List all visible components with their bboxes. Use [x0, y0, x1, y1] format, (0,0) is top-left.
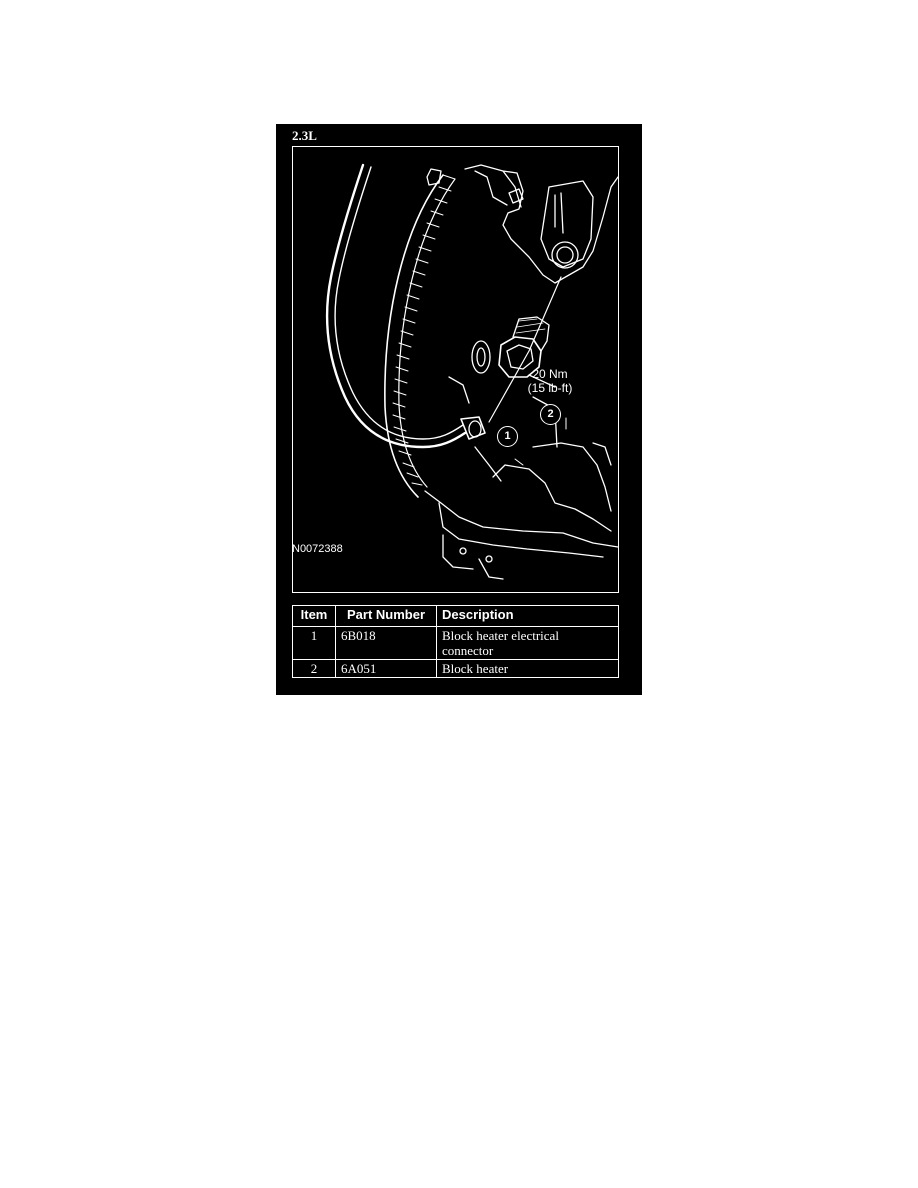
illustration-frame [292, 146, 619, 593]
cell-part-number: 6B018 [335, 626, 437, 660]
torque-spec: 20 Nm (15 lb-ft) [520, 367, 580, 395]
figure-panel: 2.3L [276, 124, 642, 695]
callout-2: 2 [540, 404, 561, 425]
header-description: Description [436, 605, 619, 627]
table-row: 1 6B018 Block heater electrical connecto… [292, 626, 619, 660]
callout-1: 1 [497, 426, 518, 447]
header-part-number: Part Number [335, 605, 437, 627]
torque-value-imperial: (15 lb-ft) [527, 381, 573, 395]
table-row: 2 6A051 Block heater [292, 659, 619, 678]
engine-label: 2.3L [292, 128, 317, 143]
cell-description: Block heater [436, 659, 619, 678]
cell-description: Block heater electrical connector [436, 626, 619, 660]
figure-id: N0072388 [292, 543, 343, 555]
cell-part-number: 6A051 [335, 659, 437, 678]
table-header-row: Item Part Number Description [292, 605, 619, 627]
cell-item: 1 [292, 626, 336, 660]
header-item: Item [292, 605, 336, 627]
torque-value-metric: 20 Nm [532, 367, 568, 381]
block-heater-illustration [325, 163, 618, 580]
parts-table: Item Part Number Description 1 6B018 Blo… [292, 605, 619, 678]
cell-item: 2 [292, 659, 336, 678]
